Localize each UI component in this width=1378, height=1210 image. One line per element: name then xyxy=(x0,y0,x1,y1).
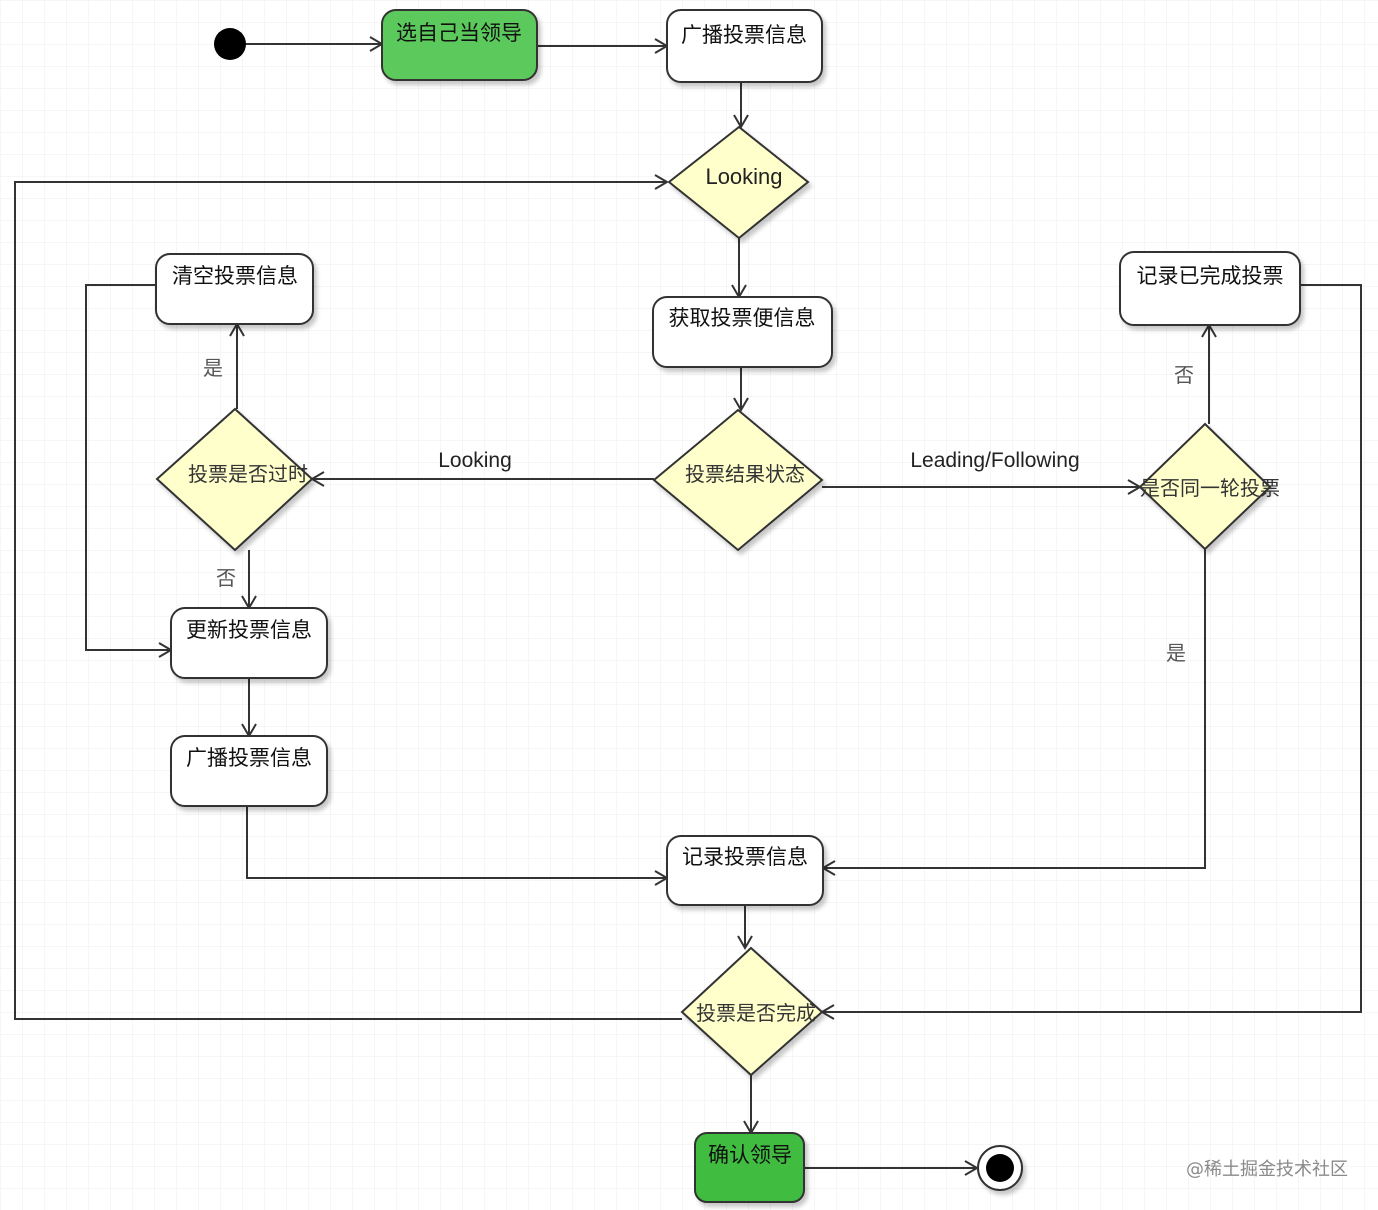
label-same-round-no: 否 xyxy=(1174,363,1194,387)
label-looking: Looking xyxy=(438,449,512,472)
decision-same-round: 是否同一轮投票 xyxy=(1138,422,1280,551)
node-update-votes-label: 更新投票信息 xyxy=(186,618,312,642)
node-confirm-leader: 确认领导 xyxy=(694,1132,805,1203)
node-get-votes: 获取投票便信息 xyxy=(652,296,833,368)
node-broadcast-2: 广播投票信息 xyxy=(170,735,328,807)
label-leading-following: Leading/Following xyxy=(910,449,1079,472)
node-clear-votes: 清空投票信息 xyxy=(155,253,314,325)
edge-sameround-record xyxy=(823,549,1206,869)
decision-vote-state-label: 投票结果状态 xyxy=(685,462,805,486)
node-record-votes-label: 记录投票信息 xyxy=(682,845,808,869)
label-expired-yes: 是 xyxy=(203,356,223,380)
node-broadcast-1-label: 广播投票信息 xyxy=(681,23,807,47)
decision-expired-label: 投票是否过时 xyxy=(188,462,308,486)
edge-complete-no-loop xyxy=(14,181,682,1020)
end-node xyxy=(977,1145,1023,1191)
decision-looking-label: Looking xyxy=(705,164,782,189)
watermark: @稀土掘金技术社区 xyxy=(1186,1159,1348,1180)
node-select-self: 选自己当领导 xyxy=(381,9,538,81)
node-clear-votes-label: 清空投票信息 xyxy=(172,264,298,288)
node-select-self-label: 选自己当领导 xyxy=(396,21,522,45)
node-record-votes: 记录投票信息 xyxy=(666,835,824,906)
decision-same-round-label: 是否同一轮投票 xyxy=(1140,476,1280,500)
node-broadcast-2-label: 广播投票信息 xyxy=(186,746,312,770)
edge-done-complete xyxy=(822,284,1362,1013)
decision-vote-state: 投票结果状态 xyxy=(652,408,824,552)
node-confirm-leader-label: 确认领导 xyxy=(708,1143,792,1167)
node-get-votes-label: 获取投票便信息 xyxy=(669,306,816,330)
decision-vote-complete: 投票是否完成 xyxy=(680,946,824,1077)
decision-looking: Looking xyxy=(667,125,810,240)
node-record-done: 记录已完成投票 xyxy=(1119,251,1301,326)
edge-broadcast-record xyxy=(246,806,667,879)
start-node xyxy=(214,28,246,60)
decision-expired: 投票是否过时 xyxy=(155,407,314,552)
node-update-votes: 更新投票信息 xyxy=(170,607,328,679)
label-same-round-yes: 是 xyxy=(1166,641,1186,665)
label-expired-no: 否 xyxy=(216,566,236,590)
edge-clear-update xyxy=(85,284,171,651)
decision-vote-complete-label: 投票是否完成 xyxy=(696,1001,816,1025)
node-record-done-label: 记录已完成投票 xyxy=(1137,264,1284,288)
node-broadcast-1: 广播投票信息 xyxy=(666,9,823,83)
